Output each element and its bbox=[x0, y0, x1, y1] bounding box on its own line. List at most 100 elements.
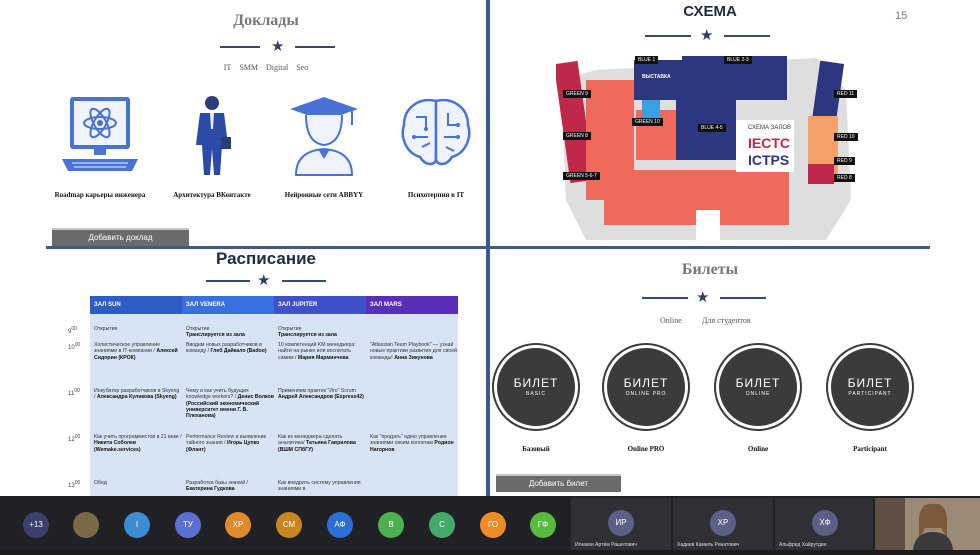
tab-students[interactable]: Для студентов bbox=[702, 316, 751, 325]
ticket-label: Participant bbox=[853, 445, 887, 453]
report-card-psych[interactable]: Психотерпия в IT bbox=[382, 93, 486, 199]
schedule-title: Расписание bbox=[215, 249, 317, 268]
self-video-tile[interactable] bbox=[875, 498, 980, 550]
schedule-slide: Расписание ★ ЗАЛ SUN ЗАЛ VENERA ЗАЛ JUPI… bbox=[46, 249, 486, 496]
avatar[interactable]: АФ bbox=[327, 512, 353, 538]
participant-tile[interactable]: ИР Игнакеи Артём Рашитович bbox=[571, 498, 671, 550]
avatar[interactable]: ХР bbox=[225, 512, 251, 538]
scheme-slide: СХЕМА 15 ★ BLUE 1 BLUE 2-3 BLUE 4-5 GREE… bbox=[490, 0, 930, 246]
ticket-participant[interactable]: БИЛЕТ PARTICIPANT bbox=[828, 345, 912, 429]
divider-left bbox=[220, 46, 260, 48]
report-label: Архитектура ВКонтакте bbox=[173, 191, 251, 199]
zone-blue45[interactable]: BLUE 4-5 bbox=[698, 124, 726, 132]
zone-blue23[interactable]: BLUE 2-3 bbox=[724, 56, 752, 64]
tag-digital[interactable]: Digital bbox=[266, 63, 289, 72]
add-ticket-button[interactable]: Добавить билет bbox=[496, 474, 621, 492]
report-card-roadmap[interactable]: Roadmap карьеры инженера bbox=[46, 93, 154, 199]
ticket-online-pro[interactable]: БИЛЕТ ONLINE PRO bbox=[604, 345, 688, 429]
star-icon: ★ bbox=[700, 27, 714, 44]
report-label: Roadmap карьеры инженера bbox=[54, 191, 146, 199]
column-mars[interactable]: ЗАЛ MARS bbox=[366, 296, 458, 314]
ticket-basic[interactable]: БИЛЕТ BASIC bbox=[494, 345, 578, 429]
brain-circuit-icon bbox=[401, 98, 471, 166]
report-card-abbyy[interactable]: Нейронные сети ABBYY bbox=[270, 93, 378, 199]
scheme-title: СХЕМА bbox=[683, 3, 737, 20]
venue-map[interactable] bbox=[556, 50, 856, 245]
computer-atom-icon bbox=[62, 97, 138, 171]
add-report-button[interactable]: Добавить доклад bbox=[52, 228, 189, 246]
time-13: 1300 bbox=[68, 480, 81, 489]
session-cell[interactable]: Вводим новых разработчиков в команду / Г… bbox=[186, 342, 267, 355]
more-participants-button[interactable]: +13 bbox=[23, 512, 49, 538]
time-11: 1100 bbox=[68, 388, 80, 397]
participant-name: Альфред Хайрутдин bbox=[779, 542, 827, 548]
zone-green9[interactable]: GREEN 9 bbox=[563, 90, 591, 98]
schedule-table: ЗАЛ SUN ЗАЛ VENERA ЗАЛ JUPITER ЗАЛ MARS … bbox=[68, 296, 458, 496]
avatar[interactable]: ГФ bbox=[530, 512, 556, 538]
webcam-video bbox=[875, 498, 980, 550]
businessman-icon bbox=[196, 96, 231, 175]
tag-seo[interactable]: Seo bbox=[296, 63, 309, 72]
avatar: ХФ bbox=[812, 510, 838, 536]
report-card-vk[interactable]: Архитектура ВКонтакте bbox=[158, 93, 266, 199]
participant-name: Игнакеи Артём Рашитович bbox=[575, 542, 637, 548]
session-cell[interactable]: 10 компетенций KM менеджера: найти на ры… bbox=[278, 342, 356, 361]
time-12: 1200 bbox=[68, 434, 81, 443]
session-cell[interactable]: Как из менеджера сделать аналитика/ Тать… bbox=[278, 434, 356, 453]
zone-red8[interactable]: RED 8 bbox=[834, 174, 855, 182]
session-cell[interactable]: Разработка базы знаний / Екатерина Гудко… bbox=[186, 480, 248, 493]
time-10: 1000 bbox=[68, 342, 81, 351]
session-cell[interactable]: "Atlassian Team Playbook" — узнай новые … bbox=[370, 342, 457, 361]
avatar[interactable]: В bbox=[378, 512, 404, 538]
column-venera[interactable]: ЗАЛ VENERA bbox=[182, 296, 274, 314]
session-cell[interactable]: Применяем практик "Иго" Scrum Андрей Але… bbox=[278, 388, 364, 401]
divider-left bbox=[642, 297, 688, 299]
participant-tile[interactable]: ХФ Альфред Хайрутдин bbox=[775, 498, 873, 550]
reports-slide: Доклады ★ IT SMM Digital Seo Roadmap кар… bbox=[46, 0, 486, 246]
tickets-title: Билеты bbox=[681, 261, 739, 278]
report-label: Психотерпия в IT bbox=[407, 191, 465, 199]
avatar[interactable]: ТУ bbox=[175, 512, 201, 538]
session-cell[interactable]: Performance Review и выявление тайного з… bbox=[186, 434, 267, 453]
session-cell[interactable]: Как "продать" идею управления знаниями с… bbox=[370, 434, 454, 453]
zone-blue1[interactable]: BLUE 1 bbox=[635, 56, 659, 64]
photo-avatar-icon[interactable] bbox=[73, 512, 99, 538]
map-legend: СХЕМА ЗАЛОВ bbox=[748, 125, 792, 131]
ticket-label: Online bbox=[747, 445, 769, 453]
column-sun[interactable]: ЗАЛ SUN bbox=[90, 296, 182, 314]
zone-green10[interactable]: GREEN 10 bbox=[632, 118, 663, 126]
divider-left bbox=[645, 35, 691, 37]
zone-red11[interactable]: RED 11 bbox=[834, 90, 858, 98]
divider-right bbox=[720, 297, 766, 299]
divider-right bbox=[282, 280, 326, 282]
column-jupiter[interactable]: ЗАЛ JUPITER bbox=[274, 296, 366, 314]
avatar[interactable]: ГО bbox=[480, 512, 506, 538]
participant-tile[interactable]: ХР Хадиев Камиль Ринатович bbox=[673, 498, 773, 550]
zone-green567[interactable]: GREEN 5-6-7 bbox=[563, 172, 600, 180]
brand-ictps: ICTPS bbox=[748, 152, 790, 168]
zone-red10[interactable]: RED 10 bbox=[834, 133, 858, 141]
session-cell[interactable]: Чему и как учить будущих knowledge worke… bbox=[186, 388, 274, 420]
zone-green8[interactable]: GREEN 8 bbox=[563, 132, 591, 140]
reports-title: Доклады bbox=[233, 12, 299, 29]
avatar[interactable]: СМ bbox=[276, 512, 302, 538]
star-icon: ★ bbox=[696, 289, 710, 306]
tag-smm[interactable]: SMM bbox=[239, 63, 259, 72]
session-cell[interactable]: Как учить программистов в 21 веке / Ники… bbox=[94, 434, 182, 453]
avatar[interactable]: С bbox=[429, 512, 455, 538]
zone-red9[interactable]: RED 9 bbox=[834, 157, 855, 165]
ticket-online[interactable]: БИЛЕТ ONLINE bbox=[716, 345, 800, 429]
session-cell[interactable]: Открытие bbox=[94, 326, 118, 332]
time-9: 900 bbox=[68, 326, 77, 335]
session-cell[interactable]: Обед bbox=[94, 480, 107, 486]
divider-left bbox=[206, 280, 250, 282]
avatar[interactable]: I bbox=[124, 512, 150, 538]
tab-online[interactable]: Online bbox=[660, 316, 682, 325]
session-cell[interactable]: Как внедрить систему управления знаниями… bbox=[278, 480, 361, 493]
right-margin bbox=[930, 0, 980, 496]
tag-it[interactable]: IT bbox=[223, 63, 232, 72]
session-cell[interactable]: Холистическое управление знаниями в IT-к… bbox=[94, 342, 178, 361]
session-cell[interactable]: Инкубатор разработчиков в Skyeng / Алекс… bbox=[94, 388, 180, 401]
